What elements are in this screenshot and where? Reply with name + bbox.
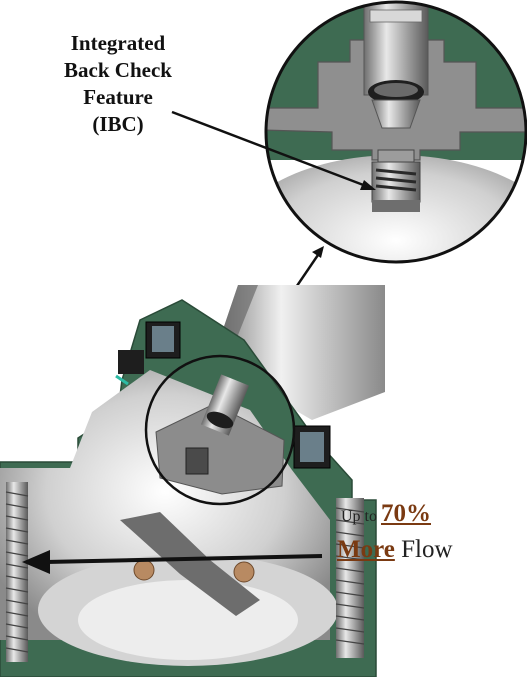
- flow-arrow: [22, 550, 323, 574]
- detail-highlight-circle: [144, 354, 296, 506]
- valve-body: [0, 285, 385, 677]
- flow-claim-text: Up to 70% More Flow: [337, 500, 527, 563]
- callout-line-3: Feature: [83, 85, 153, 109]
- callout-line-4: (IBC): [92, 112, 144, 136]
- zoom-detail-circle: [264, 0, 527, 264]
- ibc-callout-label: Integrated Back Check Feature (IBC): [28, 30, 208, 138]
- ibc-leader-arrow: [171, 110, 376, 190]
- callout-line-2: Back Check: [64, 58, 172, 82]
- flow-more: More: [337, 536, 395, 563]
- flow-prefix: Up to: [341, 508, 381, 525]
- flow-suffix: Flow: [394, 536, 453, 563]
- callout-line-1: Integrated: [70, 31, 166, 55]
- flow-percent: 70%: [381, 500, 431, 527]
